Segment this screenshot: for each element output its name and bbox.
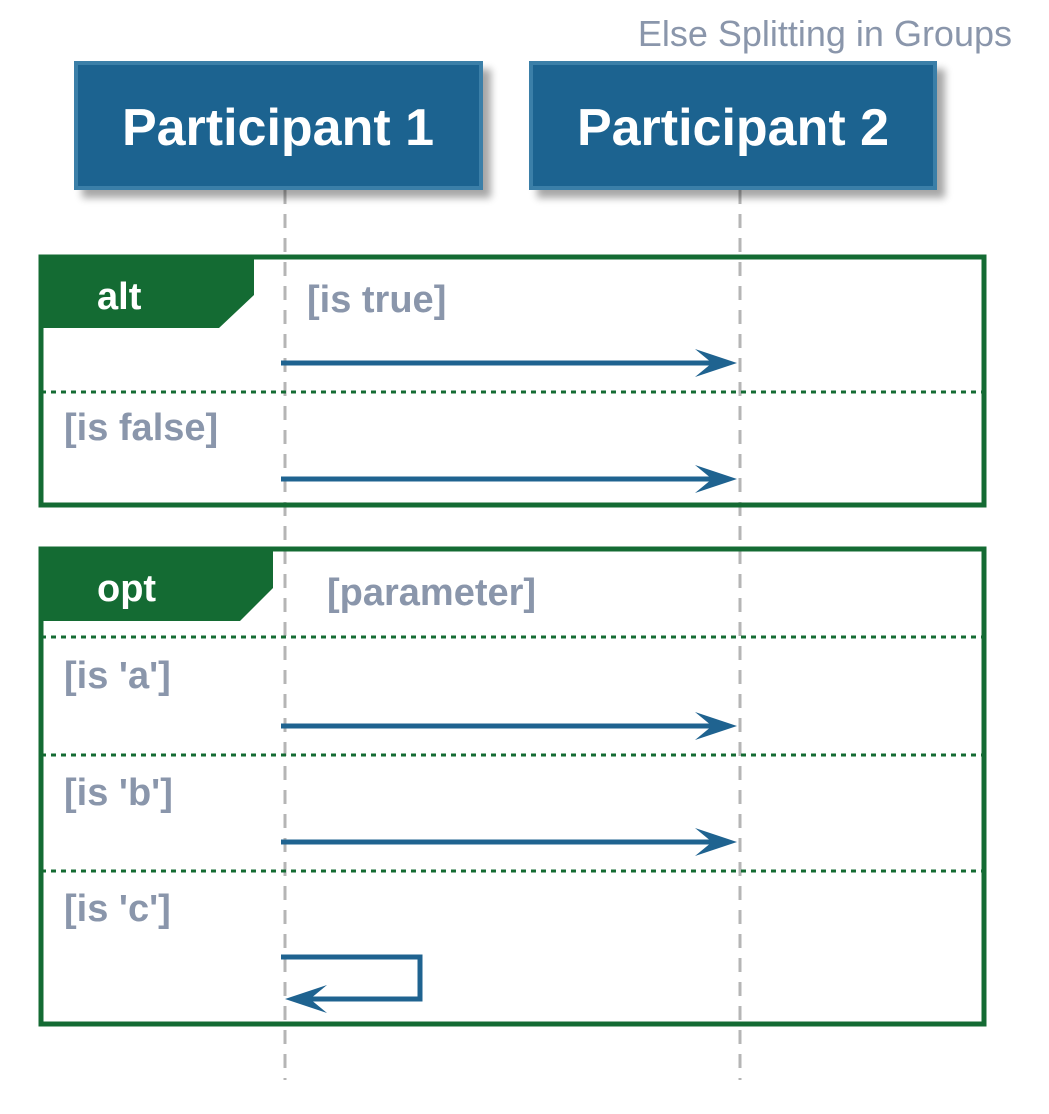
arrow-head-icon	[695, 828, 737, 856]
message-arrow-alt-2[interactable]	[281, 465, 737, 493]
message-arrow-alt-1[interactable]	[281, 349, 737, 377]
alt-guard-is-false: [is false]	[64, 407, 218, 449]
arrow-head-icon	[695, 349, 737, 377]
alt-guard-is-true: [is true]	[307, 279, 446, 321]
alt-tab	[41, 257, 254, 328]
opt-guard-is-c: [is 'c']	[64, 888, 171, 930]
arrow-head-icon	[285, 985, 327, 1013]
participant-1-label: Participant 1	[122, 99, 434, 157]
opt-group: opt [parameter] [is 'a'] [is 'b'] [is 'c…	[38, 546, 987, 1027]
message-arrow-opt-b[interactable]	[281, 828, 737, 856]
opt-guard-is-b: [is 'b']	[64, 772, 173, 814]
alt-label: alt	[97, 276, 142, 318]
opt-tab	[41, 549, 273, 621]
opt-guard-parameter: [parameter]	[327, 572, 536, 614]
opt-label: opt	[97, 568, 156, 610]
opt-guard-is-a: [is 'a']	[64, 655, 171, 697]
participant-2-label: Participant 2	[577, 99, 889, 157]
arrow-head-icon	[695, 712, 737, 740]
participant-1-box	[74, 61, 483, 190]
participant-2-box	[529, 61, 937, 190]
self-message-line	[281, 954, 423, 1002]
message-self-arrow-opt-c[interactable]	[281, 954, 423, 1013]
opt-frame	[38, 546, 987, 1027]
alt-frame	[38, 254, 987, 508]
diagram-title: Else Splitting in Groups	[638, 13, 1012, 54]
message-arrow-opt-a[interactable]	[281, 712, 737, 740]
participant-1[interactable]: Participant 1	[74, 61, 483, 190]
participant-2[interactable]: Participant 2	[529, 61, 937, 190]
arrow-head-icon	[695, 465, 737, 493]
alt-group: alt [is true] [is false]	[38, 254, 987, 508]
